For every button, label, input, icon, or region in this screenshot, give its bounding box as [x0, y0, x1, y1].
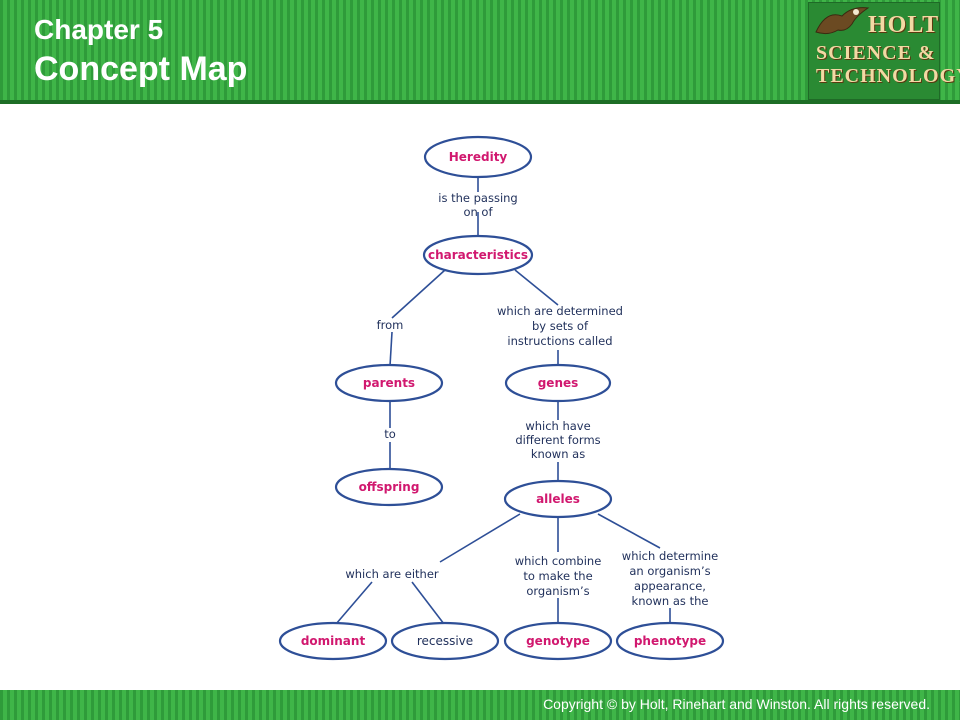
link-determined-line-2: by sets of [532, 319, 589, 333]
link-either-line-1: which are either [345, 567, 439, 581]
link-combine-line-1: which combine [515, 554, 602, 568]
node-alleles: alleles [503, 479, 613, 519]
link-either: which are either [345, 567, 439, 581]
node-genes-label: genes [538, 376, 579, 390]
chapter-label: Chapter 5 [34, 14, 164, 45]
logo-text-technology: TECHNOLOGY [816, 65, 960, 87]
link-determine: which determine an organism’s appearance… [622, 549, 718, 608]
node-phenotype-label: phenotype [634, 634, 706, 648]
node-parents-label: parents [363, 376, 415, 390]
link-forms-line-2: different forms [515, 433, 600, 447]
page-title: Concept Map [34, 50, 248, 88]
link-passing-line-2: on of [463, 205, 493, 219]
link-forms-line-1: which have [525, 419, 590, 433]
link-to: to [384, 427, 396, 441]
logo-text-holt: HOLT [868, 12, 940, 38]
holt-logo: HOLT SCIENCE & TECHNOLOGY [808, 2, 960, 100]
node-heredity: Heredity [423, 135, 533, 179]
node-dominant-label: dominant [301, 634, 366, 648]
node-genes: genes [504, 363, 612, 403]
node-characteristics: characteristics [422, 234, 534, 276]
link-combine-line-3: organism’s [526, 584, 589, 598]
header-bar: Chapter 5 Concept Map HOLT SCIENCE & TEC… [0, 0, 960, 104]
link-to-line-1: to [384, 427, 396, 441]
link-determine-line-3: appearance, [634, 579, 706, 593]
eagle-icon [815, 7, 870, 35]
node-parents: parents [334, 363, 444, 403]
node-heredity-label: Heredity [449, 150, 508, 164]
link-determine-line-2: an organism’s [629, 564, 710, 578]
node-dominant: dominant [278, 621, 388, 661]
node-recessive: recessive [390, 621, 500, 661]
copyright-text: Copyright © by Holt, Rinehart and Winsto… [543, 696, 930, 712]
link-from: from [377, 318, 404, 332]
concept-map-edges [335, 178, 671, 625]
node-recessive-label: recessive [417, 634, 473, 648]
link-combine-line-2: to make the [523, 569, 592, 583]
node-characteristics-label: characteristics [428, 248, 528, 262]
node-offspring: offspring [334, 467, 444, 507]
link-determine-line-1: which determine [622, 549, 718, 563]
node-genotype-label: genotype [526, 634, 590, 648]
node-genotype: genotype [503, 621, 613, 661]
link-determined: which are determined by sets of instruct… [497, 304, 623, 348]
link-passing: is the passing on of [438, 191, 517, 219]
node-offspring-label: offspring [359, 480, 420, 494]
link-combine: which combine to make the organism’s [515, 554, 602, 598]
link-forms-line-3: known as [531, 447, 585, 461]
link-forms: which have different forms known as [515, 419, 600, 461]
link-determined-line-3: instructions called [507, 334, 612, 348]
node-alleles-label: alleles [536, 492, 580, 506]
node-phenotype: phenotype [615, 621, 725, 661]
link-passing-line-1: is the passing [438, 191, 517, 205]
link-determined-line-1: which are determined [497, 304, 623, 318]
link-determine-line-4: known as the [632, 594, 709, 608]
footer-bar: Copyright © by Holt, Rinehart and Winsto… [0, 690, 960, 720]
logo-text-science: SCIENCE & [816, 42, 936, 64]
link-from-line-1: from [377, 318, 404, 332]
logo-background [808, 2, 940, 100]
